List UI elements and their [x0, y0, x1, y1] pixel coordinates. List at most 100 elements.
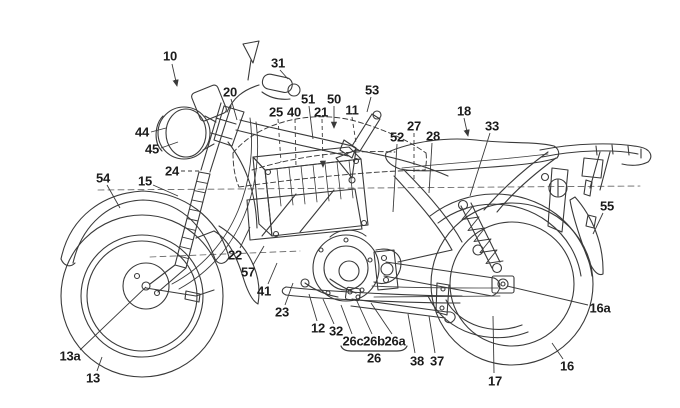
frame-rear	[355, 149, 463, 291]
ref-label-10: 10	[162, 48, 178, 64]
leader-41	[267, 262, 278, 285]
mirror-stalk	[247, 59, 252, 81]
seat	[385, 138, 560, 172]
ref-label-33: 33	[484, 118, 500, 134]
ref-label-16: 16	[559, 358, 575, 374]
rear-lever-stalk	[339, 110, 382, 159]
ref-label-13a: 13a	[59, 348, 81, 364]
footpeg	[300, 278, 310, 288]
leader-52	[392, 143, 398, 213]
leader-20	[230, 98, 238, 121]
ref-label-21: 21	[313, 104, 329, 120]
mirror	[242, 40, 260, 64]
ref-label-26a: 26a	[384, 333, 406, 349]
ref-label-57: 57	[240, 264, 256, 280]
ref-label-55: 55	[599, 198, 615, 214]
ref-label-32: 32	[328, 323, 344, 339]
ref-label-52: 52	[389, 129, 405, 145]
ref-label-22: 22	[227, 247, 243, 263]
swingarm	[371, 261, 501, 298]
ref-label-11: 11	[345, 102, 359, 118]
ref-label-15: 15	[137, 173, 153, 189]
lower-rail-and-stand	[281, 278, 463, 324]
ref-label-27: 27	[406, 118, 422, 134]
leader-37	[428, 315, 436, 354]
leader-18	[463, 117, 470, 137]
ref-label-18: 18	[456, 103, 472, 119]
shift-linkage	[344, 286, 362, 302]
leader-54	[106, 184, 121, 209]
leader-45	[160, 141, 179, 149]
leader-55	[592, 212, 604, 235]
leader-11	[351, 116, 357, 144]
leader-51	[308, 105, 314, 140]
leader-13	[96, 356, 103, 372]
leader-23	[284, 282, 294, 306]
ref-label-37: 37	[429, 353, 445, 369]
leader-31	[279, 69, 289, 80]
leader-53	[366, 96, 372, 113]
leader-28	[428, 142, 433, 194]
leader-44	[150, 127, 167, 133]
leader-38	[407, 313, 416, 354]
ref-label-31: 31	[270, 55, 286, 71]
leader-26b	[355, 298, 373, 335]
ref-label-24: 24	[164, 163, 180, 179]
leader-57	[252, 245, 265, 266]
leader-25	[277, 118, 282, 163]
ref-label-41: 41	[256, 283, 272, 299]
reflector	[548, 178, 568, 198]
throttle-grip	[261, 73, 293, 94]
ref-label-17: 17	[487, 373, 503, 389]
handlebar	[226, 40, 301, 113]
instrument-cluster	[191, 84, 227, 122]
ref-label-51: 51	[300, 91, 316, 107]
battery-carrier	[246, 188, 356, 201]
leader-16a	[506, 285, 589, 306]
ref-label-20: 20	[222, 84, 238, 100]
ref-label-44: 44	[134, 124, 150, 140]
rear-shock	[457, 199, 504, 274]
front-wheel	[60, 214, 224, 378]
frame-front	[213, 105, 357, 229]
front-fork	[149, 102, 237, 293]
mudflap	[569, 196, 604, 276]
leader-13a	[79, 286, 147, 351]
front-fender	[60, 190, 260, 305]
ref-label-45: 45	[144, 141, 160, 157]
leader-12	[308, 293, 318, 322]
ref-label-38: 38	[409, 353, 425, 369]
ref-label-12: 12	[310, 320, 326, 336]
ref-label-28: 28	[425, 128, 441, 144]
leader-22	[239, 226, 251, 249]
bracket-26	[340, 345, 408, 352]
ref-label-26: 26	[366, 350, 382, 366]
headlight	[155, 106, 217, 160]
tail-section	[540, 157, 604, 233]
rear-wheel	[427, 202, 594, 366]
leader-15	[152, 184, 179, 197]
brake-lever	[261, 91, 291, 100]
leader-21	[319, 118, 327, 168]
ref-label-13: 13	[85, 370, 101, 386]
reference-dash-lines	[97, 185, 641, 258]
leader-32	[322, 298, 335, 325]
leader-17	[492, 315, 495, 374]
ref-label-54: 54	[95, 170, 111, 186]
leader-26a	[370, 302, 393, 335]
ref-label-26c: 26c	[342, 333, 364, 349]
ref-label-40: 40	[286, 104, 302, 120]
ref-label-16a: 16a	[589, 300, 611, 316]
leader-33	[469, 132, 491, 197]
ref-label-26b: 26b	[363, 333, 385, 349]
ref-label-23: 23	[274, 304, 290, 320]
side-stand	[351, 298, 448, 313]
leader-10	[171, 63, 179, 87]
leader-40	[294, 118, 297, 168]
ref-label-53: 53	[364, 82, 380, 98]
front-brake-cables	[171, 117, 259, 290]
